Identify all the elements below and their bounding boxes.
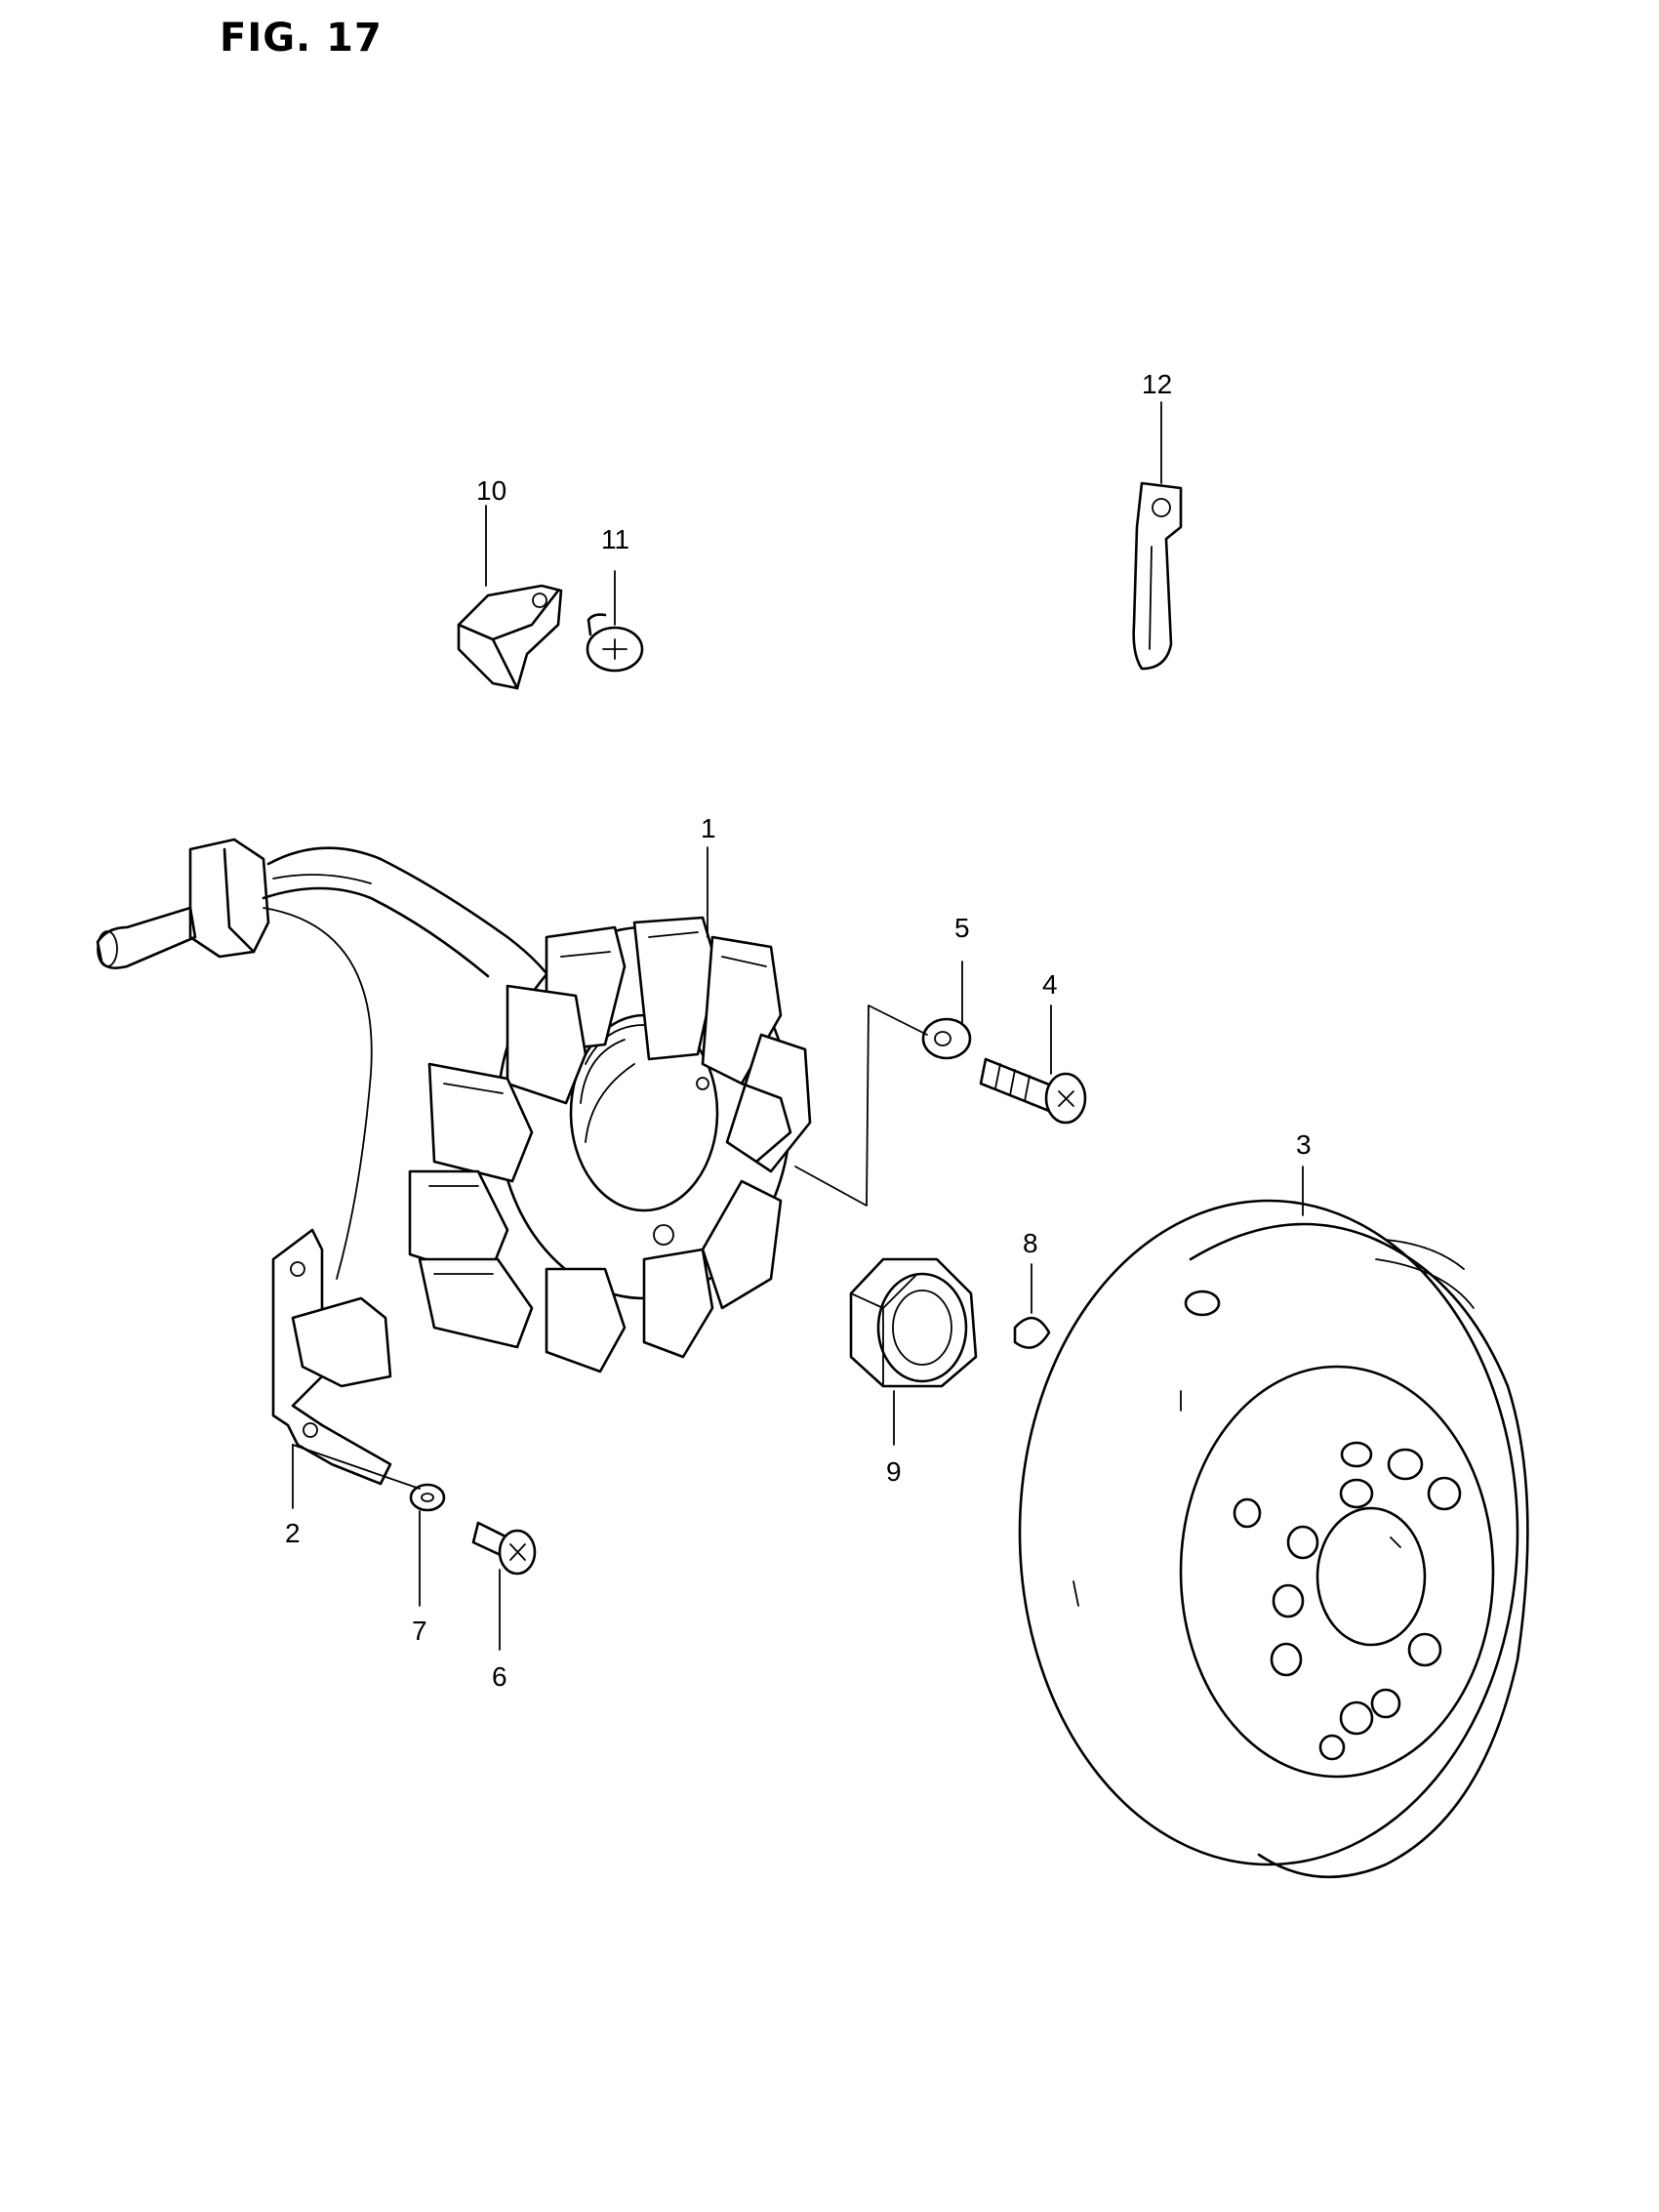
callout-9: 9 xyxy=(886,1456,902,1487)
part-5-washer xyxy=(921,1017,972,1060)
callout-12: 12 xyxy=(1142,369,1172,399)
part-8-key xyxy=(1013,1316,1051,1349)
callout-7: 7 xyxy=(412,1616,427,1646)
callout-labels: 10 11 12 1 5 4 3 8 9 2 7 6 xyxy=(285,369,1312,1692)
callout-8: 8 xyxy=(1023,1228,1038,1258)
part-3-rotor xyxy=(1018,1199,1529,1879)
callout-10: 10 xyxy=(476,475,506,506)
callout-6: 6 xyxy=(492,1661,507,1692)
callout-4: 4 xyxy=(1042,969,1058,1000)
part-4-bolt xyxy=(979,1057,1087,1125)
part-12-clamp xyxy=(1132,481,1183,671)
callout-2: 2 xyxy=(285,1518,301,1548)
callout-3: 3 xyxy=(1296,1129,1312,1160)
callout-5: 5 xyxy=(954,913,970,943)
part-6-screw xyxy=(471,1521,537,1576)
part-7-washer xyxy=(409,1483,446,1512)
callout-11: 11 xyxy=(601,524,629,554)
part-1-stator xyxy=(96,838,812,1373)
figure-title: FIG. 17 xyxy=(220,16,383,61)
part-9-nut xyxy=(849,1257,978,1388)
part-10-bracket xyxy=(457,584,563,690)
leader-lines xyxy=(292,401,1304,1651)
part-2-pickup xyxy=(271,1228,392,1486)
callout-1: 1 xyxy=(701,813,716,843)
part-11-screw xyxy=(586,613,644,673)
